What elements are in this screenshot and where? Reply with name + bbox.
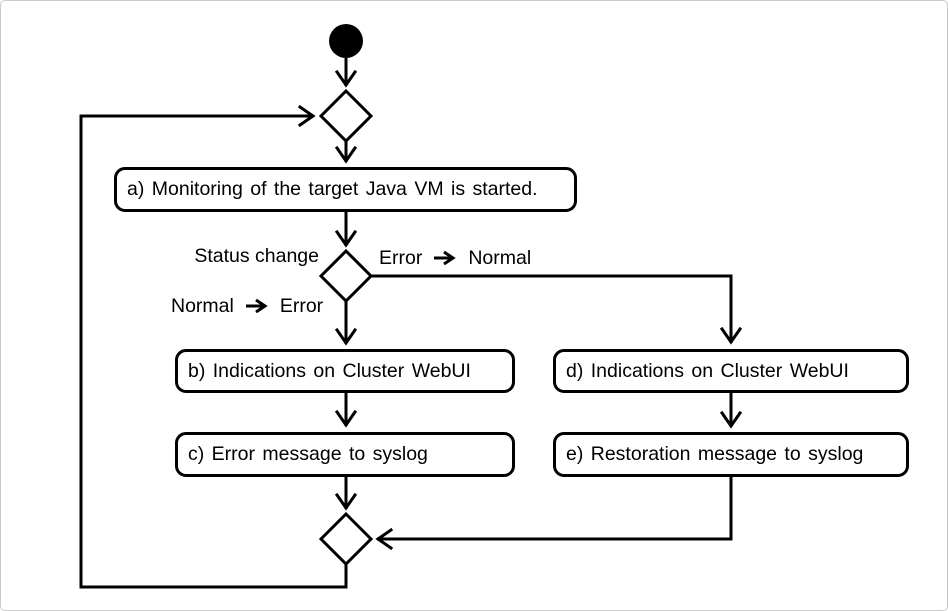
action-node-e: e) Restoration message to syslog — [553, 432, 909, 477]
merge-diamond-bottom-icon — [318, 511, 374, 567]
edge-action-e-to-merge-bottom — [375, 477, 733, 551]
decision-label: Status change — [151, 244, 319, 268]
merge-diamond-top-icon — [318, 88, 374, 144]
transition-arrow-icon — [434, 250, 457, 266]
action-node-d: d) Indications on Cluster WebUI — [553, 349, 909, 393]
action-node-c: c) Error message to syslog — [175, 432, 515, 477]
decision-label-text: Status change — [194, 244, 319, 267]
branch-to-text: Normal — [468, 246, 532, 269]
decision-diamond-icon — [318, 248, 374, 304]
branch-from-text: Normal — [171, 294, 234, 317]
branch-label-normal-to-error: Normal Error — [171, 294, 323, 318]
branch-to-text: Error — [279, 294, 324, 317]
initial-node-icon — [329, 24, 363, 58]
transition-arrow-icon — [245, 298, 268, 314]
edge-loop-back-to-merge-top — [79, 104, 348, 589]
branch-from-text: Error — [379, 246, 423, 269]
edge-decision-to-action-d — [371, 274, 743, 345]
action-node-a: a) Monitoring of the target Java VM is s… — [114, 167, 577, 212]
branch-label-error-to-normal: Error Normal — [379, 246, 531, 270]
action-node-b: b) Indications on Cluster WebUI — [175, 349, 515, 393]
